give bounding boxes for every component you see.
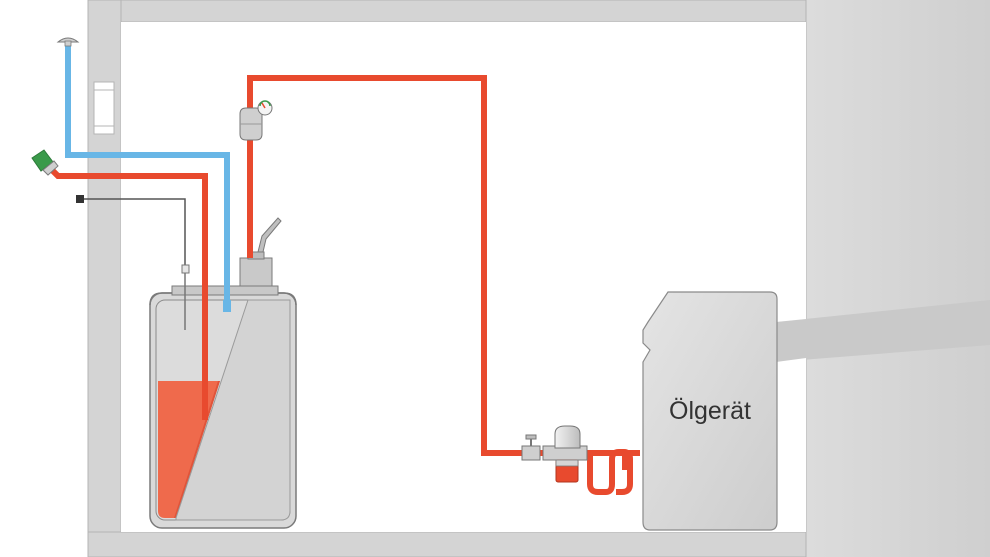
valve-lever-icon bbox=[257, 217, 282, 253]
fill-line bbox=[31, 149, 208, 420]
tank-fitting bbox=[239, 257, 273, 287]
green-fill-cap-icon bbox=[31, 149, 59, 176]
boiler: Ölgerät bbox=[642, 291, 778, 531]
vent-mushroom-icon bbox=[56, 37, 80, 43]
boiler-body bbox=[642, 291, 778, 531]
filter-icon bbox=[542, 425, 588, 483]
wall-opening bbox=[93, 81, 115, 135]
boiler-label: Ölgerät bbox=[669, 397, 751, 425]
ceiling-wall bbox=[88, 0, 807, 23]
supply-line bbox=[239, 75, 640, 495]
level-sensor bbox=[76, 195, 190, 330]
vent-line bbox=[56, 37, 231, 312]
gauge-icon bbox=[239, 100, 273, 141]
valve-icon bbox=[521, 434, 541, 461]
right-wall bbox=[806, 0, 990, 557]
building bbox=[87, 0, 990, 557]
plug-icon bbox=[76, 195, 84, 203]
oil-tank bbox=[149, 217, 297, 529]
exhaust-duct bbox=[776, 300, 990, 362]
floor bbox=[87, 531, 807, 557]
left-wall bbox=[87, 0, 122, 557]
tank-cutaway bbox=[175, 299, 291, 521]
